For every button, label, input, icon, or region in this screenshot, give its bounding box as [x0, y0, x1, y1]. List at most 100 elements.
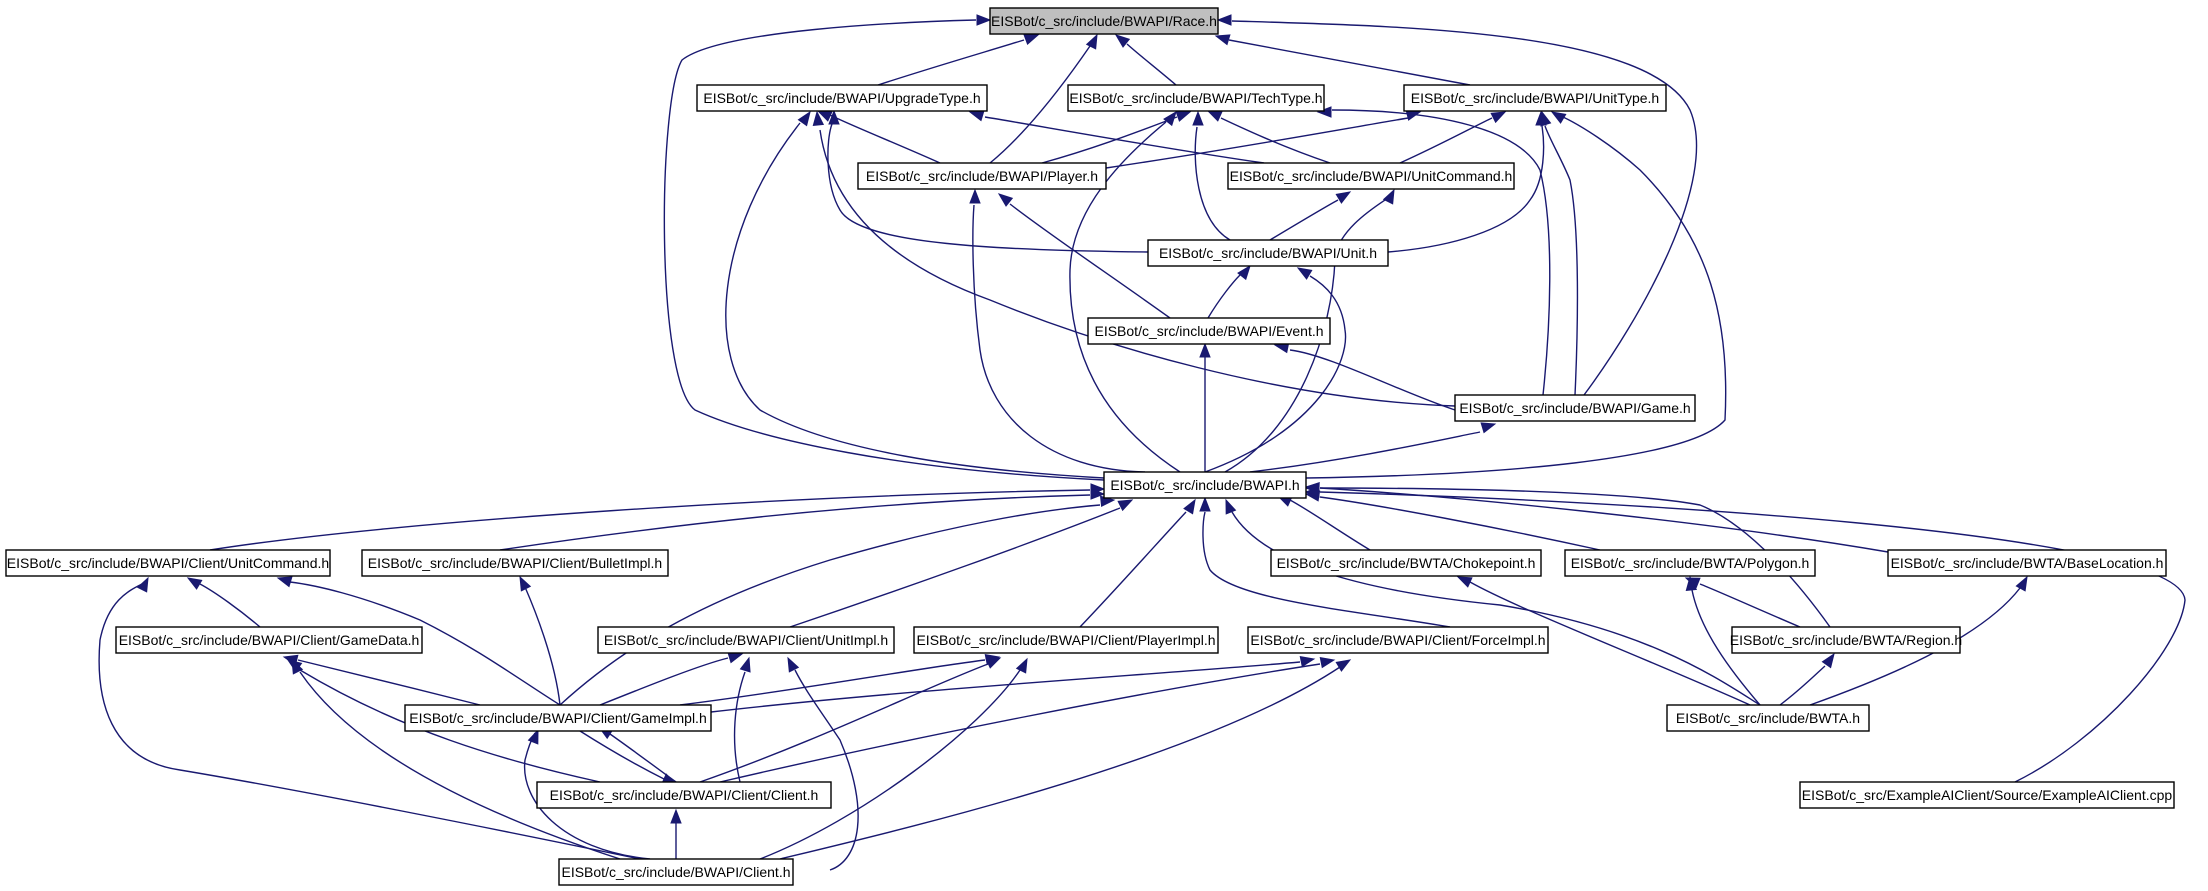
graph-node-bwta[interactable]: EISBot/c_src/include/BWTA.h	[1666, 704, 1870, 732]
node-box[interactable]	[115, 626, 423, 654]
edge-line	[1079, 511, 1187, 628]
node-box[interactable]	[1227, 162, 1515, 190]
edge-unitcmd-to-tech	[1206, 110, 1331, 164]
graph-node-cl-forceimpl[interactable]: EISBot/c_src/include/BWAPI/Client/ForceI…	[1247, 626, 1549, 654]
node-box[interactable]	[1799, 781, 2175, 809]
node-box[interactable]	[989, 7, 1219, 35]
graph-node-bwta-region[interactable]: EISBot/c_src/include/BWTA/Region.h	[1730, 626, 1962, 654]
node-box[interactable]	[597, 626, 895, 654]
edge-bwapi-to-player	[969, 188, 1146, 473]
edge-line	[972, 204, 1146, 473]
graph-node-player[interactable]: EISBot/c_src/include/BWAPI/Player.h	[857, 162, 1107, 190]
graph-node-bwta-choke[interactable]: EISBot/c_src/include/BWTA/Chokepoint.h	[1270, 549, 1542, 577]
node-label: EISBot/c_src/include/BWTA.h	[1676, 710, 1860, 726]
node-box[interactable]	[1887, 549, 2167, 577]
graph-node-event[interactable]: EISBot/c_src/include/BWAPI/Event.h	[1087, 317, 1331, 345]
node-label: EISBot/c_src/include/BWTA/Region.h	[1730, 632, 1962, 648]
node-box[interactable]	[558, 858, 794, 886]
edge-arrowhead	[1550, 111, 1567, 124]
edge-arrowhead	[1456, 576, 1473, 588]
edge-event-to-player	[997, 193, 1171, 319]
edge-arrowhead	[812, 110, 825, 127]
edge-unitcmd-to-unittype	[1399, 111, 1507, 164]
edge-arrowhead	[1090, 488, 1106, 500]
node-label: EISBot/c_src/include/BWAPI/Client/UnitCo…	[7, 555, 329, 571]
node-box[interactable]	[536, 781, 832, 809]
graph-node-bwta-poly[interactable]: EISBot/c_src/include/BWTA/Polygon.h	[1564, 549, 1816, 577]
edge-arrowhead	[1319, 657, 1336, 669]
edge-bwapi-to-unitcmd	[1224, 188, 1395, 473]
graph-node-unitcmd[interactable]: EISBot/c_src/include/BWAPI/UnitCommand.h	[1227, 162, 1515, 190]
node-label: EISBot/c_src/include/BWTA/Polygon.h	[1571, 555, 1810, 571]
edge-cl_client-to-cl_forceimpl	[719, 657, 1336, 783]
edge-cl_gamedata-to-cl_unitcmd	[186, 577, 261, 628]
edge-cl_unitimpl-to-bwapi	[789, 499, 1134, 628]
graph-node-unit[interactable]: EISBot/c_src/include/BWAPI/Unit.h	[1147, 239, 1389, 267]
node-box[interactable]	[1147, 239, 1389, 267]
graph-node-cl-gamedata[interactable]: EISBot/c_src/include/BWAPI/Client/GameDa…	[115, 626, 423, 654]
edge-line	[1319, 487, 1889, 553]
edge-line	[827, 123, 1149, 253]
graph-node-bwapi[interactable]: EISBot/c_src/include/BWAPI.h	[1103, 471, 1307, 499]
edge-line	[289, 581, 561, 706]
node-box[interactable]	[1454, 394, 1696, 422]
node-box[interactable]	[1403, 84, 1667, 112]
edge-line	[710, 661, 1301, 713]
graph-node-tech[interactable]: EISBot/c_src/include/BWAPI/TechType.h	[1067, 84, 1325, 112]
node-box[interactable]	[1666, 704, 1870, 732]
node-layer: EISBot/c_src/include/BWAPI/Race.hEISBot/…	[5, 7, 2175, 886]
graph-node-unittype[interactable]: EISBot/c_src/include/BWAPI/UnitType.h	[1403, 84, 1667, 112]
edge-line	[794, 669, 859, 871]
graph-node-cl-bullet[interactable]: EISBot/c_src/include/BWAPI/Client/Bullet…	[361, 549, 669, 577]
node-box[interactable]	[1731, 626, 1961, 654]
node-label: EISBot/c_src/include/BWAPI/Unit.h	[1159, 245, 1377, 261]
graph-node-cl-client[interactable]: EISBot/c_src/include/BWAPI/Client/Client…	[536, 781, 832, 809]
node-box[interactable]	[913, 626, 1219, 654]
node-label: EISBot/c_src/include/BWAPI.h	[1110, 477, 1299, 493]
node-box[interactable]	[361, 549, 669, 577]
edge-upgrade-to-race	[877, 34, 1040, 86]
node-box[interactable]	[1067, 84, 1325, 112]
node-box[interactable]	[5, 549, 331, 577]
edge-cl_forceimpl-to-bwapi	[1199, 496, 1451, 628]
node-box[interactable]	[1270, 549, 1542, 577]
graph-node-race[interactable]: EISBot/c_src/include/BWAPI/Race.h	[989, 7, 1219, 35]
graph-node-cl-playerimpl[interactable]: EISBot/c_src/include/BWAPI/Client/Player…	[913, 626, 1219, 654]
graph-node-cl-unitcmd[interactable]: EISBot/c_src/include/BWAPI/Client/UnitCo…	[5, 549, 331, 577]
node-box[interactable]	[1103, 471, 1307, 499]
edge-arrowhead	[976, 14, 992, 26]
node-label: EISBot/c_src/include/BWAPI/Game.h	[1459, 400, 1690, 416]
edge-arrowhead	[186, 577, 203, 590]
edge-line	[299, 671, 621, 860]
edge-line	[523, 732, 651, 860]
graph-node-example[interactable]: EISBot/c_src/ExampleAIClient/Source/Exam…	[1799, 781, 2175, 809]
graph-node-upgrade[interactable]: EISBot/c_src/include/BWAPI/UpgradeType.h	[696, 84, 988, 112]
edge-bwta_region-to-bwta_poly	[1684, 577, 1801, 628]
edge-arrowhead	[1206, 110, 1223, 122]
edge-arrowhead	[997, 193, 1014, 207]
graph-node-cl-unitimpl[interactable]: EISBot/c_src/include/BWAPI/Client/UnitIm…	[597, 626, 895, 654]
graph-node-cl-gameimpl[interactable]: EISBot/c_src/include/BWAPI/Client/GameIm…	[404, 704, 712, 732]
edge-bwapi-to-unittype	[1305, 111, 1727, 479]
graph-node-client[interactable]: EISBot/c_src/include/BWAPI/Client.h	[558, 858, 794, 886]
edge-line	[1331, 109, 1551, 396]
edge-player-to-unittype	[1105, 109, 1422, 169]
node-box[interactable]	[404, 704, 712, 732]
node-label: EISBot/c_src/include/BWAPI/UnitCommand.h	[1230, 168, 1513, 184]
node-box[interactable]	[1564, 549, 1816, 577]
edge-client-to-cl_gamedata	[291, 658, 621, 860]
edge-line	[499, 494, 1091, 551]
edge-line	[989, 45, 1091, 164]
edge-line	[524, 586, 561, 706]
node-label: EISBot/c_src/include/BWTA/Chokepoint.h	[1277, 555, 1536, 571]
node-box[interactable]	[696, 84, 988, 112]
edge-unitcmd-to-upgrade	[968, 110, 1265, 164]
node-box[interactable]	[857, 162, 1107, 190]
graph-node-bwta-base[interactable]: EISBot/c_src/include/BWTA/BaseLocation.h	[1887, 549, 2167, 577]
graph-node-game[interactable]: EISBot/c_src/include/BWAPI/Game.h	[1454, 394, 1696, 422]
edge-bwapi-to-unit	[1204, 267, 1347, 473]
edge-line	[1231, 20, 1698, 396]
edge-arrowhead	[1117, 499, 1134, 512]
node-box[interactable]	[1247, 626, 1549, 654]
node-box[interactable]	[1087, 317, 1331, 345]
